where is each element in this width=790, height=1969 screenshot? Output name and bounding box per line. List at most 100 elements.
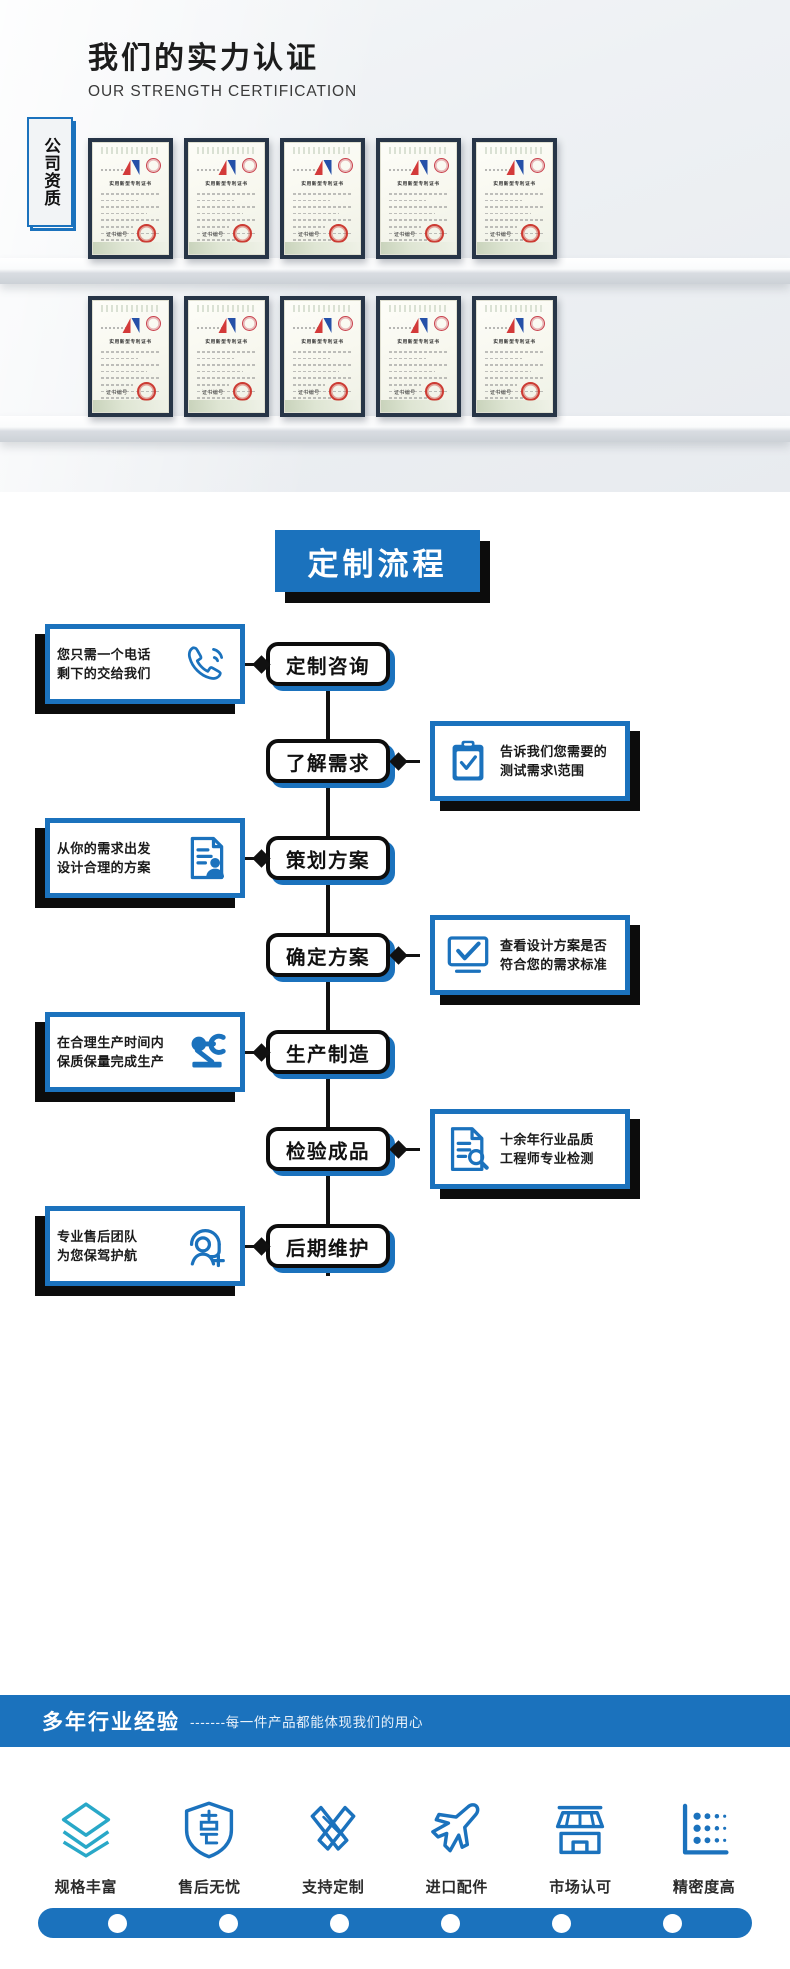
connector-diamond (389, 1139, 408, 1159)
process-card-text: 在合理生产时间内 保质保量完成生产 (57, 1034, 165, 1070)
process-title-badge: 定制流程 (275, 530, 490, 603)
process-step-1[interactable]: 定制咨询 (266, 642, 395, 691)
certificate-seal-icon (338, 316, 353, 331)
storefront-icon (525, 1793, 635, 1867)
certificate-row-upper: 实用新型专利证书证书编号实用新型专利证书证书编号实用新型专利证书证书编号实用新型… (88, 138, 557, 259)
process-step-7[interactable]: 后期维护 (266, 1224, 395, 1273)
certificate-red-stamp-icon (329, 382, 348, 401)
connector-line (405, 1147, 420, 1151)
certification-section: 我们的实力认证 OUR STRENGTH CERTIFICATION 公司资质 … (0, 0, 790, 492)
certificate-signature: 证书编号 (298, 232, 320, 238)
certificate-footer-band (477, 242, 552, 254)
process-step-label: 了解需求 (285, 752, 370, 775)
certificate-header-line (293, 327, 319, 329)
certificate-text-lines (389, 193, 448, 246)
connector-diamond (389, 945, 408, 965)
certificate-header-line (101, 327, 127, 329)
certificate-paper: 实用新型专利证书证书编号 (284, 142, 361, 255)
shelf-lower (0, 416, 790, 442)
feature-item-3: 支持定制 (278, 1793, 388, 1897)
precision-dots-icon (649, 1793, 759, 1867)
airplane-icon (402, 1793, 512, 1867)
process-card-5: 在合理生产时间内 保质保量完成生产 (35, 1012, 245, 1102)
feature-icon-row: 规格丰富售后无忧支持定制进口配件市场认可精密度高 (0, 1772, 790, 1897)
process-step-label: 生产制造 (285, 1043, 370, 1066)
certificate-text-lines (389, 351, 448, 404)
headset-support-icon (181, 1220, 233, 1272)
process-card-text: 查看设计方案是否 符合您的需求标准 (500, 937, 608, 973)
certificate-header-line (101, 169, 127, 171)
certificate-signature: 证书编号 (202, 390, 224, 396)
certificate-text-lines (197, 193, 256, 246)
certificate-red-stamp-icon (425, 224, 444, 243)
process-step-3[interactable]: 策划方案 (266, 836, 395, 885)
certificate-paper: 实用新型专利证书证书编号 (380, 142, 457, 255)
certificate-footer-band (93, 242, 168, 254)
feature-item-5: 市场认可 (525, 1793, 635, 1897)
shield-after-sales-icon (154, 1793, 264, 1867)
process-card-6: 十余年行业品质 工程师专业检测 (430, 1109, 640, 1199)
certificate-title: 实用新型专利证书 (397, 339, 440, 344)
feature-label: 市场认可 (549, 1879, 612, 1896)
certificate-paper: 实用新型专利证书证书编号 (476, 142, 553, 255)
certificate-ornament (388, 147, 449, 154)
patent-emblem-icon (122, 317, 139, 333)
certificate-ornament (484, 305, 545, 312)
connector-diamond (252, 1236, 271, 1256)
process-step-pill[interactable]: 检验成品 (266, 1127, 390, 1171)
certificate-signature: 证书编号 (106, 232, 128, 238)
certificate-header-line (485, 169, 511, 171)
certificate-red-stamp-icon (137, 382, 156, 401)
certificate-signature: 证书编号 (490, 390, 512, 396)
certificate-text-lines (485, 193, 544, 246)
certificate-frame: 实用新型专利证书证书编号 (472, 138, 557, 259)
certificate-paper: 实用新型专利证书证书编号 (92, 300, 169, 413)
connector-line (240, 1050, 255, 1054)
certificate-footer-band (285, 400, 360, 412)
connector-diamond (252, 654, 271, 674)
process-step-pill[interactable]: 定制咨询 (266, 642, 390, 686)
certificate-title: 实用新型专利证书 (301, 181, 344, 186)
certificate-signature: 证书编号 (490, 232, 512, 238)
process-card-2: 告诉我们您需要的 测试需求\范围 (430, 721, 640, 811)
certificate-red-stamp-icon (521, 224, 540, 243)
certificate-text-lines (197, 351, 256, 404)
progress-dot-3 (330, 1913, 349, 1933)
certificate-footer-band (381, 242, 456, 254)
certificate-row-lower: 实用新型专利证书证书编号实用新型专利证书证书编号实用新型专利证书证书编号实用新型… (88, 296, 557, 417)
certificate-frame: 实用新型专利证书证书编号 (376, 138, 461, 259)
patent-emblem-icon (314, 159, 331, 175)
certificate-paper: 实用新型专利证书证书编号 (188, 300, 265, 413)
certificate-seal-icon (434, 158, 449, 173)
process-step-5[interactable]: 生产制造 (266, 1030, 395, 1079)
feature-item-4: 进口配件 (402, 1793, 512, 1897)
certificate-title: 实用新型专利证书 (397, 181, 440, 186)
process-step-6[interactable]: 检验成品 (266, 1127, 395, 1176)
patent-emblem-icon (218, 159, 235, 175)
process-title-label: 定制流程 (307, 546, 448, 582)
process-card-text: 您只需一个电话 剩下的交给我们 (57, 646, 151, 682)
certificate-text-lines (485, 351, 544, 404)
certificate-seal-icon (434, 316, 449, 331)
process-card-text: 从你的需求出发 设计合理的方案 (57, 840, 151, 876)
process-step-pill[interactable]: 后期维护 (266, 1224, 390, 1268)
process-card-text: 专业售后团队 为您保驾护航 (57, 1228, 138, 1264)
process-step-pill[interactable]: 生产制造 (266, 1030, 390, 1074)
connector-diamond (252, 848, 271, 868)
certificate-ornament (292, 147, 353, 154)
certificate-frame: 实用新型专利证书证书编号 (280, 296, 365, 417)
certificate-seal-icon (338, 158, 353, 173)
process-step-4[interactable]: 确定方案 (266, 933, 395, 982)
certificate-title: 实用新型专利证书 (109, 181, 152, 186)
process-step-pill[interactable]: 确定方案 (266, 933, 390, 977)
connector-line (240, 662, 255, 666)
connector-right-2 (389, 751, 420, 771)
process-step-pill[interactable]: 了解需求 (266, 739, 390, 783)
certificate-text-lines (101, 193, 160, 246)
process-step-2[interactable]: 了解需求 (266, 739, 395, 788)
certificate-header-line (293, 169, 319, 171)
certificate-ornament (196, 305, 257, 312)
process-step-pill[interactable]: 策划方案 (266, 836, 390, 880)
document-search-icon (442, 1123, 494, 1175)
process-card-3: 从你的需求出发 设计合理的方案 (35, 818, 245, 908)
